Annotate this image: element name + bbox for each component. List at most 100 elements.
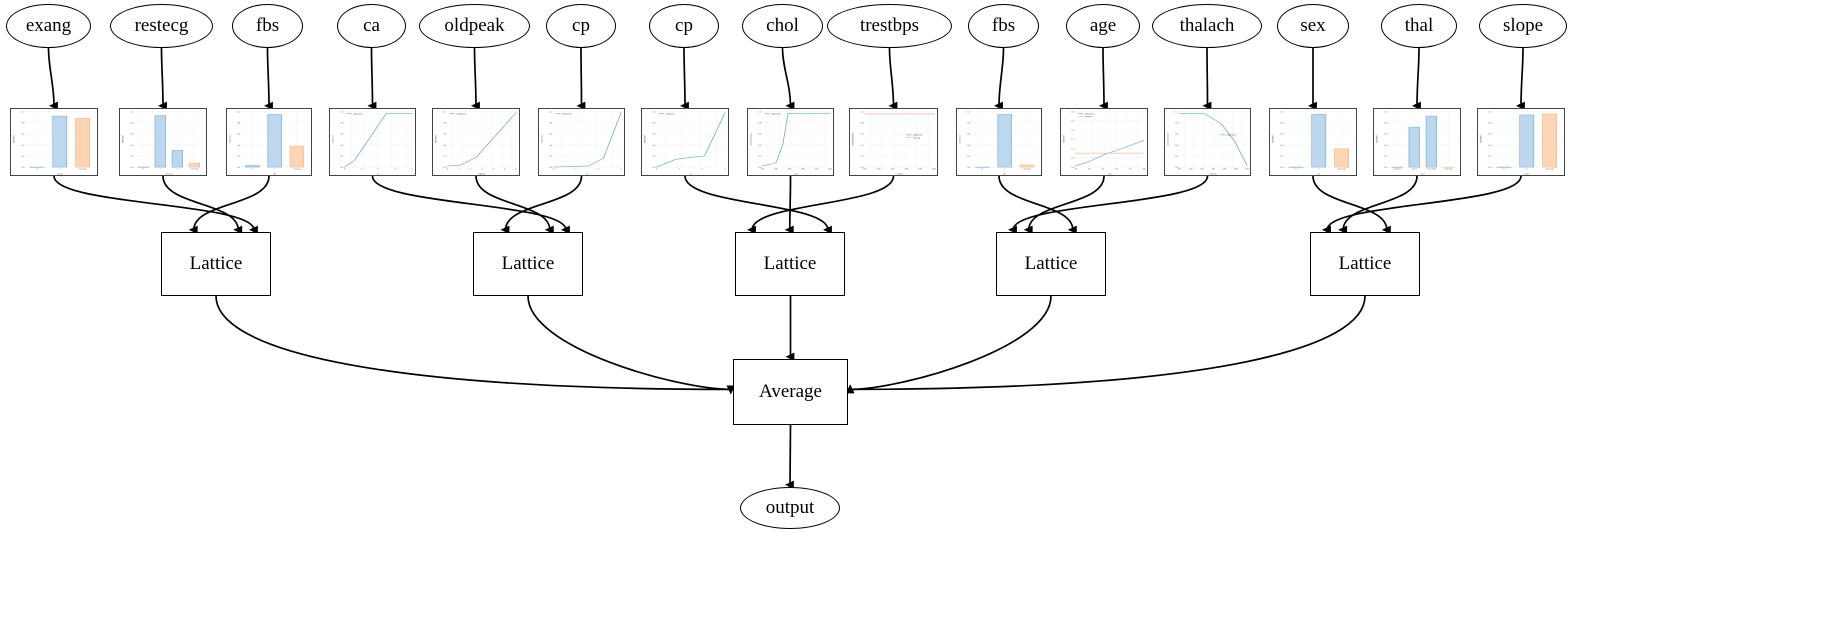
input-node-cp-1[interactable]: cp <box>546 4 616 48</box>
svg-text:calibrated: calibrated <box>958 136 961 143</box>
svg-text:0.0: 0.0 <box>652 167 656 169</box>
lattice-node-1[interactable]: Lattice <box>161 232 271 296</box>
input-node-oldpeak[interactable]: oldpeak <box>419 4 530 48</box>
input-label: restecg <box>134 15 189 36</box>
svg-text:0.6: 0.6 <box>1488 134 1492 136</box>
svg-text:0.8: 0.8 <box>1488 123 1492 125</box>
svg-text:0.8: 0.8 <box>1175 123 1179 125</box>
svg-text:missing: missing <box>913 138 920 140</box>
lattice-node-4[interactable]: Lattice <box>996 232 1106 296</box>
svg-text:0: 0 <box>1503 169 1504 171</box>
input-node-fbs-1[interactable]: fbs <box>232 4 303 48</box>
average-label: Average <box>759 381 822 402</box>
svg-text:1: 1 <box>361 169 362 171</box>
svg-text:200: 200 <box>932 169 936 171</box>
input-node-ca[interactable]: ca <box>337 4 406 48</box>
input-label: age <box>1089 15 1117 36</box>
svg-text:0.6: 0.6 <box>1384 134 1388 136</box>
svg-text:missing: missing <box>1023 169 1030 171</box>
lattice-node-2[interactable]: Lattice <box>473 232 583 296</box>
svg-text:1.0: 1.0 <box>549 112 553 114</box>
svg-text:0: 0 <box>982 169 983 171</box>
graph-edge <box>47 47 58 110</box>
svg-text:calibrated: calibrated <box>228 136 231 143</box>
svg-text:1.0: 1.0 <box>237 112 241 114</box>
svg-text:0.6: 0.6 <box>237 134 240 136</box>
svg-text:0.6: 0.6 <box>758 134 762 136</box>
graph-edge <box>215 295 736 395</box>
svg-text:0.8: 0.8 <box>130 123 134 125</box>
input-node-sex[interactable]: sex <box>1277 4 1349 48</box>
svg-text:calibrated: calibrated <box>1479 136 1482 143</box>
svg-text:0.2: 0.2 <box>1384 156 1387 158</box>
svg-text:1.0: 1.0 <box>860 112 864 114</box>
svg-text:1.0: 1.0 <box>1280 112 1284 114</box>
svg-text:0.2: 0.2 <box>549 156 552 158</box>
average-node[interactable]: Average <box>733 359 848 425</box>
lattice-label: Lattice <box>501 253 555 274</box>
svg-text:2: 2 <box>702 169 703 171</box>
svg-text:0.4: 0.4 <box>860 145 864 147</box>
svg-text:100: 100 <box>761 169 765 171</box>
svg-text:0.2: 0.2 <box>967 156 970 158</box>
input-node-fbs-2[interactable]: fbs <box>968 4 1039 48</box>
input-node-slope[interactable]: slope <box>1479 4 1567 48</box>
output-label: output <box>765 497 815 518</box>
svg-text:1: 1 <box>1318 169 1319 171</box>
svg-text:0.4: 0.4 <box>1384 145 1388 147</box>
lattice-node-5[interactable]: Lattice <box>1310 232 1420 296</box>
svg-text:0.0: 0.0 <box>1175 167 1179 169</box>
svg-text:0.4: 0.4 <box>549 145 553 147</box>
svg-text:calibrated output: calibrated output <box>851 133 854 146</box>
output-node[interactable]: output <box>740 487 840 529</box>
input-label: cp <box>572 15 590 36</box>
svg-text:0.2: 0.2 <box>340 156 343 158</box>
input-node-restecg[interactable]: restecg <box>110 4 213 48</box>
input-node-thalach[interactable]: thalach <box>1152 4 1262 48</box>
input-node-trestbps[interactable]: trestbps <box>827 4 952 48</box>
svg-text:ca: ca <box>377 174 380 175</box>
svg-text:0.4: 0.4 <box>237 145 241 147</box>
input-label: fbs <box>255 15 280 36</box>
svg-text:600: 600 <box>828 169 832 171</box>
svg-text:1: 1 <box>1004 169 1005 171</box>
svg-text:0.8: 0.8 <box>1384 123 1388 125</box>
graph-edge <box>1008 175 1209 235</box>
graph-edge <box>1322 175 1522 235</box>
input-node-thal[interactable]: thal <box>1381 4 1457 48</box>
svg-text:0.2: 0.2 <box>21 156 24 158</box>
input-node-age[interactable]: age <box>1066 4 1140 48</box>
svg-text:200: 200 <box>1245 169 1249 171</box>
input-node-chol[interactable]: chol <box>742 4 823 48</box>
svg-text:0.2: 0.2 <box>652 156 655 158</box>
input-node-cp-2[interactable]: cp <box>649 4 719 48</box>
svg-text:30: 30 <box>1074 169 1076 171</box>
lattice-node-3[interactable]: Lattice <box>735 232 845 296</box>
svg-text:1.5: 1.5 <box>1071 139 1075 141</box>
input-node-exang[interactable]: exang <box>6 4 91 48</box>
svg-text:2.0: 2.0 <box>1071 130 1075 132</box>
svg-text:0: 0 <box>656 169 657 171</box>
graph-edge <box>888 47 898 110</box>
svg-text:calibrated: calibrated <box>121 136 124 143</box>
